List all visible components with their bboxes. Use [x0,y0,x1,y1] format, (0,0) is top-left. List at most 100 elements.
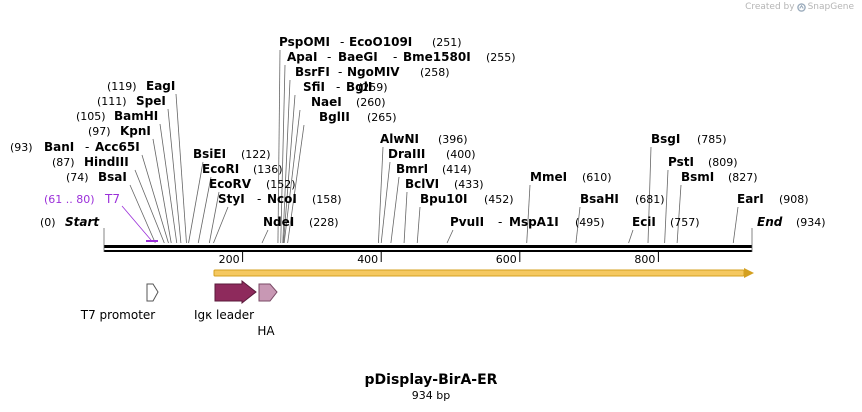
site-label-styi[interactable]: StyI [218,192,245,206]
site-label-ecorv[interactable]: EcoRV [209,177,252,191]
site-label-psti[interactable]: PstI [668,155,694,169]
site-position-bsahi: (681) [635,193,665,206]
ruler-label-800: 800 [634,253,655,266]
site-label-ecori[interactable]: EcoRI [202,162,239,176]
site-label-mmei[interactable]: MmeI [530,170,567,184]
site-label-ndei[interactable]: NdeI [263,215,294,229]
site-position-ecoo109i: (251) [432,36,462,49]
ruler-label-600: 600 [496,253,517,266]
site-label-bclvi[interactable]: BclVI [405,177,439,191]
end-position: (934) [796,216,826,229]
site-leader-line [141,154,169,244]
start-position: (0) [40,216,56,229]
site-position-hindiii: (87) [52,156,75,169]
site-label-bme1580i[interactable]: Bme1580I [403,50,471,64]
site-separator: - [336,80,340,94]
site-leader-line [197,176,212,244]
site-position-naei: (260) [356,96,386,109]
site-position-bamhi: (105) [76,110,106,123]
start-label: Start [65,215,100,229]
site-separator: - [393,50,397,64]
site-label-bgli[interactable]: BglI [346,80,372,94]
site-position-ecorv: (152) [266,178,296,191]
site-position-spei: (111) [97,95,127,108]
site-leader-line [152,138,172,244]
site-position-psti: (809) [708,156,738,169]
feature-t7-promoter-shape[interactable] [146,283,159,302]
primer-leader-line [121,205,152,241]
site-label-spei[interactable]: SpeI [136,94,166,108]
site-label-sfii[interactable]: SfiI [303,80,325,94]
site-leader-line [159,123,178,244]
site-label-bsai[interactable]: BsaI [98,170,127,184]
site-leader-line [188,161,204,244]
site-leader-line [167,108,182,244]
site-label-alwni[interactable]: AlwNI [380,132,419,146]
site-position-bani: (93) [10,141,33,154]
site-label-apai[interactable]: ApaI [287,50,317,64]
credit-brand: SnapGene [807,2,854,12]
site-label-naei[interactable]: NaeI [311,95,342,109]
site-leader-line [732,206,739,244]
site-label-bglii[interactable]: BglII [319,110,350,124]
site-position-bsmi: (827) [728,171,758,184]
site-leader-line [575,206,581,244]
orf-arrow[interactable] [213,268,754,278]
site-leader-line [664,169,669,244]
primer-t7-label[interactable]: T7 [104,192,120,206]
site-label-acc65i[interactable]: Acc65I [95,140,140,154]
site-leader-line [628,229,634,244]
site-label-ecoo109i[interactable]: EcoO109I [349,35,412,49]
site-label-ncoi[interactable]: NcoI [267,192,297,206]
feature-ha-label[interactable]: HA [257,324,275,338]
site-position-ecii: (757) [670,216,700,229]
site-leader-line [287,124,305,244]
site-leader-line [446,229,454,244]
site-position-ngomiv: (258) [420,66,450,79]
site-position-bmri: (414) [442,163,472,176]
feature-igk-leader-label[interactable]: Igκ leader [194,308,254,322]
site-position-ncoi: (158) [312,193,342,206]
site-label-bmri[interactable]: BmrI [396,162,428,176]
site-label-eagi[interactable]: EagI [146,79,175,93]
plasmid-length: 934 bp [411,389,451,402]
site-leader-line [283,94,296,244]
site-label-bpu10i[interactable]: Bpu10I [420,192,467,206]
site-label-bsahi[interactable]: BsaHI [580,192,619,206]
credit-text: Created by [745,2,795,12]
site-label-bani[interactable]: BanI [44,140,74,154]
site-position-eagi: (119) [107,80,137,93]
site-position-kpni: (97) [88,125,111,138]
site-label-bamhi[interactable]: BamHI [114,109,158,123]
snapgene-credit: Created by SnapGene [745,2,854,12]
site-label-draiii[interactable]: DraIII [388,147,425,161]
site-leader-line [129,184,156,244]
site-label-baegi[interactable]: BaeGI [338,50,378,64]
site-label-kpni[interactable]: KpnI [120,124,151,138]
site-label-eari[interactable]: EarI [737,192,764,206]
site-leader-line [647,146,652,244]
site-position-bpu10i: (452) [484,193,514,206]
site-label-bsmi[interactable]: BsmI [681,170,714,184]
primer-range: (61 .. 80) [44,193,95,206]
site-position-eari: (908) [779,193,809,206]
site-label-hindiii[interactable]: HindIII [84,155,129,169]
feature-igk-leader-shape[interactable] [214,279,257,305]
feature-t7-promoter-label[interactable]: T7 promoter [80,308,156,322]
site-label-ecii[interactable]: EciI [632,215,656,229]
site-leader-line [261,229,269,244]
site-position-bsiei: (122) [241,148,271,161]
site-label-bsiei[interactable]: BsiEI [193,147,226,161]
site-position-bglii: (265) [367,111,397,124]
site-label-ngomiv[interactable]: NgoMIV [347,65,400,79]
site-label-pspomi[interactable]: PspOMI [279,35,330,49]
site-label-mspa1i[interactable]: MspA1I [509,215,559,229]
site-label-pvuii[interactable]: PvuII [450,215,484,229]
feature-ha-shape[interactable] [258,283,278,302]
site-position-mspa1i: (495) [575,216,605,229]
site-separator: - [498,215,502,229]
site-label-bsgi[interactable]: BsgI [651,132,680,146]
ruler-label-400: 400 [357,253,378,266]
site-label-bsrfi[interactable]: BsrFI [295,65,330,79]
